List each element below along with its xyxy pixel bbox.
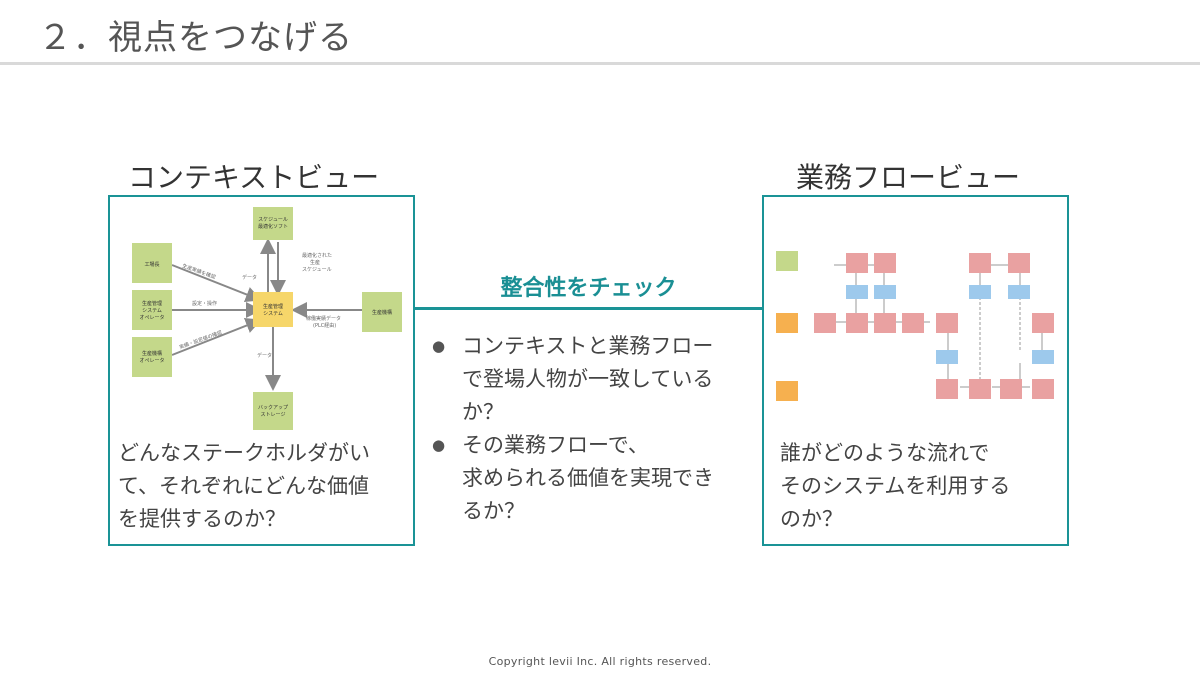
flow-step: [969, 379, 991, 399]
flow-step: [874, 313, 896, 333]
flow-view-title: 業務フロービュー: [796, 161, 1021, 194]
label-data-down: データ: [257, 352, 272, 359]
flow-step: [1008, 253, 1030, 273]
bullet-line: で登場人物が一致している: [462, 367, 714, 391]
bullet-line: るか？: [462, 499, 525, 523]
context-desc-line: を提供するのか？: [118, 507, 286, 531]
label-equipment-data-1: 稼働実績データ: [306, 315, 341, 322]
node-system-box: [253, 292, 293, 327]
flow-desc-line: 誰がどのような流れで: [780, 441, 990, 465]
bullet-dot-icon: ●: [432, 337, 446, 355]
label-settings: 設定・操作: [192, 300, 217, 307]
label-optimized-2: 生産: [310, 259, 320, 266]
flow-step: [846, 253, 868, 273]
flow-step: [969, 285, 991, 299]
node-factory-box: [132, 243, 172, 283]
node-operator-label-2: システム: [142, 308, 162, 314]
flow-diagram: [776, 251, 1054, 401]
bullet-line: か？: [462, 400, 504, 424]
flow-step: [1032, 379, 1054, 399]
flow-step: [874, 253, 896, 273]
check-connector-line: [415, 307, 762, 310]
flow-step: [846, 313, 868, 333]
flow-desc-line: のか？: [780, 507, 843, 531]
flow-view-panel: 誰がどのような流れで そのシステムを利用する のか？: [762, 195, 1069, 546]
flow-view-description: 誰がどのような流れで そのシステムを利用する のか？: [780, 437, 1010, 536]
node-plan-operator-label-1: 生産機構: [142, 350, 162, 357]
label-plan: 実績・設定値の確認: [178, 329, 223, 351]
context-desc-line: て、それぞれにどんな価値: [118, 474, 369, 498]
node-scheduler-box: [253, 207, 293, 240]
flow-step: [936, 350, 958, 364]
copyright-footer: Copyright levii Inc. All rights reserved…: [488, 655, 712, 668]
bullet-line: その業務フローで、: [462, 433, 649, 457]
title-divider: [0, 62, 1200, 65]
label-data-up: データ: [242, 274, 257, 281]
context-desc-line: どんなステークホルダがい: [118, 441, 370, 465]
flow-step: [936, 379, 958, 399]
bullet-item: ● その業務フローで、 求められる価値を実現でき るか？: [432, 429, 752, 528]
node-operator-box: [132, 290, 172, 330]
node-system-label-1: 生産管理: [263, 303, 283, 310]
node-operator-label-3: オペレータ: [139, 314, 164, 321]
node-scheduler-label-1: スケジュール: [258, 216, 288, 223]
bullet-line: コンテキストと業務フロー: [462, 334, 714, 358]
node-backup-box: [253, 392, 293, 430]
flow-desc-line: そのシステムを利用する: [780, 474, 1011, 498]
flow-step: [874, 285, 896, 299]
flow-step: [902, 313, 924, 333]
node-system-label-2: システム: [263, 311, 283, 317]
node-plan-operator-label-2: オペレータ: [139, 357, 164, 364]
flow-step: [1000, 379, 1022, 399]
bullet-item: ● コンテキストと業務フロー で登場人物が一致している か？: [432, 330, 752, 429]
node-plan-operator-box: [132, 337, 172, 377]
node-equipment-label: 生産機構: [372, 309, 392, 316]
edge-plan-operator-system: [171, 317, 262, 356]
label-optimized-3: スケジュール: [302, 266, 332, 273]
bullet-line: 求められる価値を実現でき: [462, 466, 714, 490]
lane-copier: [776, 381, 798, 401]
flow-step: [969, 253, 991, 273]
slide-title: ２．視点をつなげる: [38, 18, 353, 58]
check-label: 整合性をチェック: [500, 276, 677, 301]
lane-netprint: [776, 251, 798, 271]
flow-step: [1008, 285, 1030, 299]
lane-user: [776, 313, 798, 333]
edge-factory-system: [171, 264, 262, 303]
flow-step: [846, 285, 868, 299]
context-view-panel: 工場長 生産管理 システム オペレータ 生産機構 オペレータ スケジュール 最適…: [108, 195, 415, 546]
context-view-description: どんなステークホルダがい て、それぞれにどんな価値 を提供するのか？: [118, 437, 370, 536]
check-bullets: ● コンテキストと業務フロー で登場人物が一致している か？ ● その業務フロー…: [432, 330, 752, 528]
node-backup-label-1: バックアップ: [258, 405, 288, 411]
node-factory-label: 工場長: [144, 261, 159, 268]
flow-step: [936, 313, 958, 333]
node-backup-label-2: ストレージ: [261, 412, 286, 418]
context-diagram: 工場長 生産管理 システム オペレータ 生産機構 オペレータ スケジュール 最適…: [132, 207, 402, 430]
node-scheduler-label-2: 最適化ソフト: [258, 223, 288, 230]
label-equipment-data-2: (PLC経由): [313, 322, 336, 329]
flow-step: [814, 313, 836, 333]
flow-step: [1032, 350, 1054, 364]
node-operator-label-1: 生産管理: [142, 300, 162, 307]
flow-step: [1032, 313, 1054, 333]
node-equipment-box: [362, 292, 402, 332]
bullet-dot-icon: ●: [432, 436, 446, 454]
context-view-title: コンテキストビュー: [128, 161, 380, 194]
label-optimized-1: 最適化された: [302, 252, 332, 259]
